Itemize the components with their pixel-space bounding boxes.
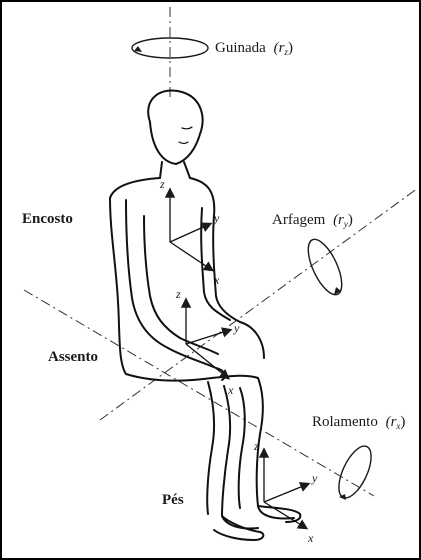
backrest-label: Encosto xyxy=(22,211,73,227)
backrest-y-label: y xyxy=(213,211,220,225)
pitch-label: Arfagem (ry) xyxy=(272,212,353,229)
yaw-label: Guinada (rz) xyxy=(215,40,293,57)
roll-rotation-arrow xyxy=(332,442,377,503)
seat-x-label: x xyxy=(227,383,234,397)
backrest-axes xyxy=(170,190,212,270)
seat-label: Assento xyxy=(48,349,98,365)
pitch-rotation-arrow xyxy=(301,235,348,300)
feet-y-label: y xyxy=(311,471,318,485)
roll-label: Rolamento (rx) xyxy=(312,414,405,431)
feet-label: Pés xyxy=(162,492,184,508)
lateral-axis-line xyxy=(100,188,418,420)
seated-human-figure xyxy=(110,90,300,540)
longitudinal-axis-line xyxy=(24,290,374,496)
feet-x-label: x xyxy=(307,531,314,545)
feet-z-label: z xyxy=(253,439,259,453)
seat-y-label: y xyxy=(233,321,240,335)
seat-z-label: z xyxy=(175,287,181,301)
backrest-z-label: z xyxy=(159,177,165,191)
backrest-x-label: x xyxy=(213,273,220,287)
